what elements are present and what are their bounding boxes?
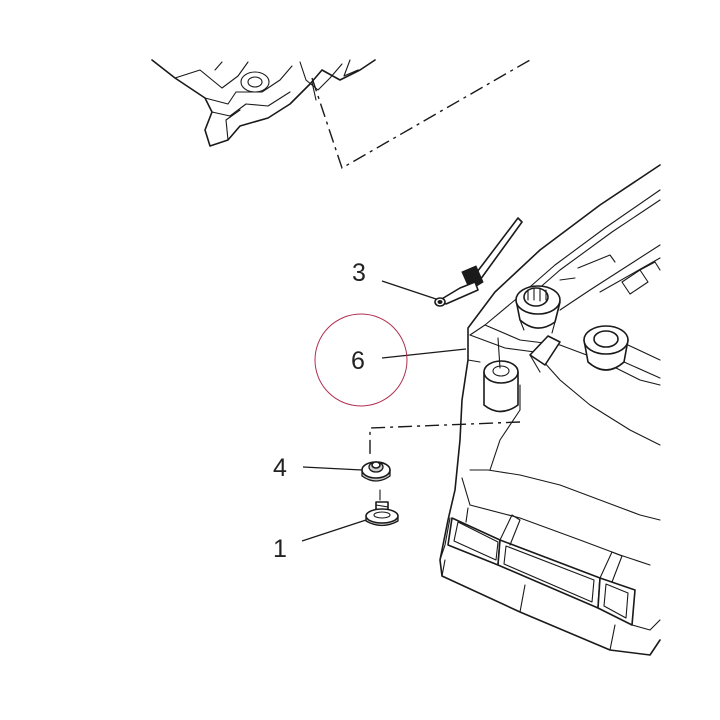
callout-6-highlight-circle [314,313,408,407]
leader-3 [381,280,437,300]
housing-grille [439,477,661,651]
washer [361,461,391,482]
callout-1: 1 [273,535,287,563]
cable-tie-clip [434,217,523,307]
leader-4 [302,466,363,471]
screw [365,501,399,527]
callout-4: 4 [273,454,287,482]
upper-housing-fragment [151,59,376,147]
housing-knob [515,285,561,334]
leader-1 [301,519,367,542]
alignment-line-top [311,59,531,170]
housing-boss-left [483,335,561,413]
housing-receptacle-right [583,325,661,379]
main-housing [439,164,661,656]
callout-6: 6 [351,347,365,375]
alignment-line-screw [369,421,521,455]
callout-3: 3 [352,259,366,287]
leader-6 [381,348,467,359]
